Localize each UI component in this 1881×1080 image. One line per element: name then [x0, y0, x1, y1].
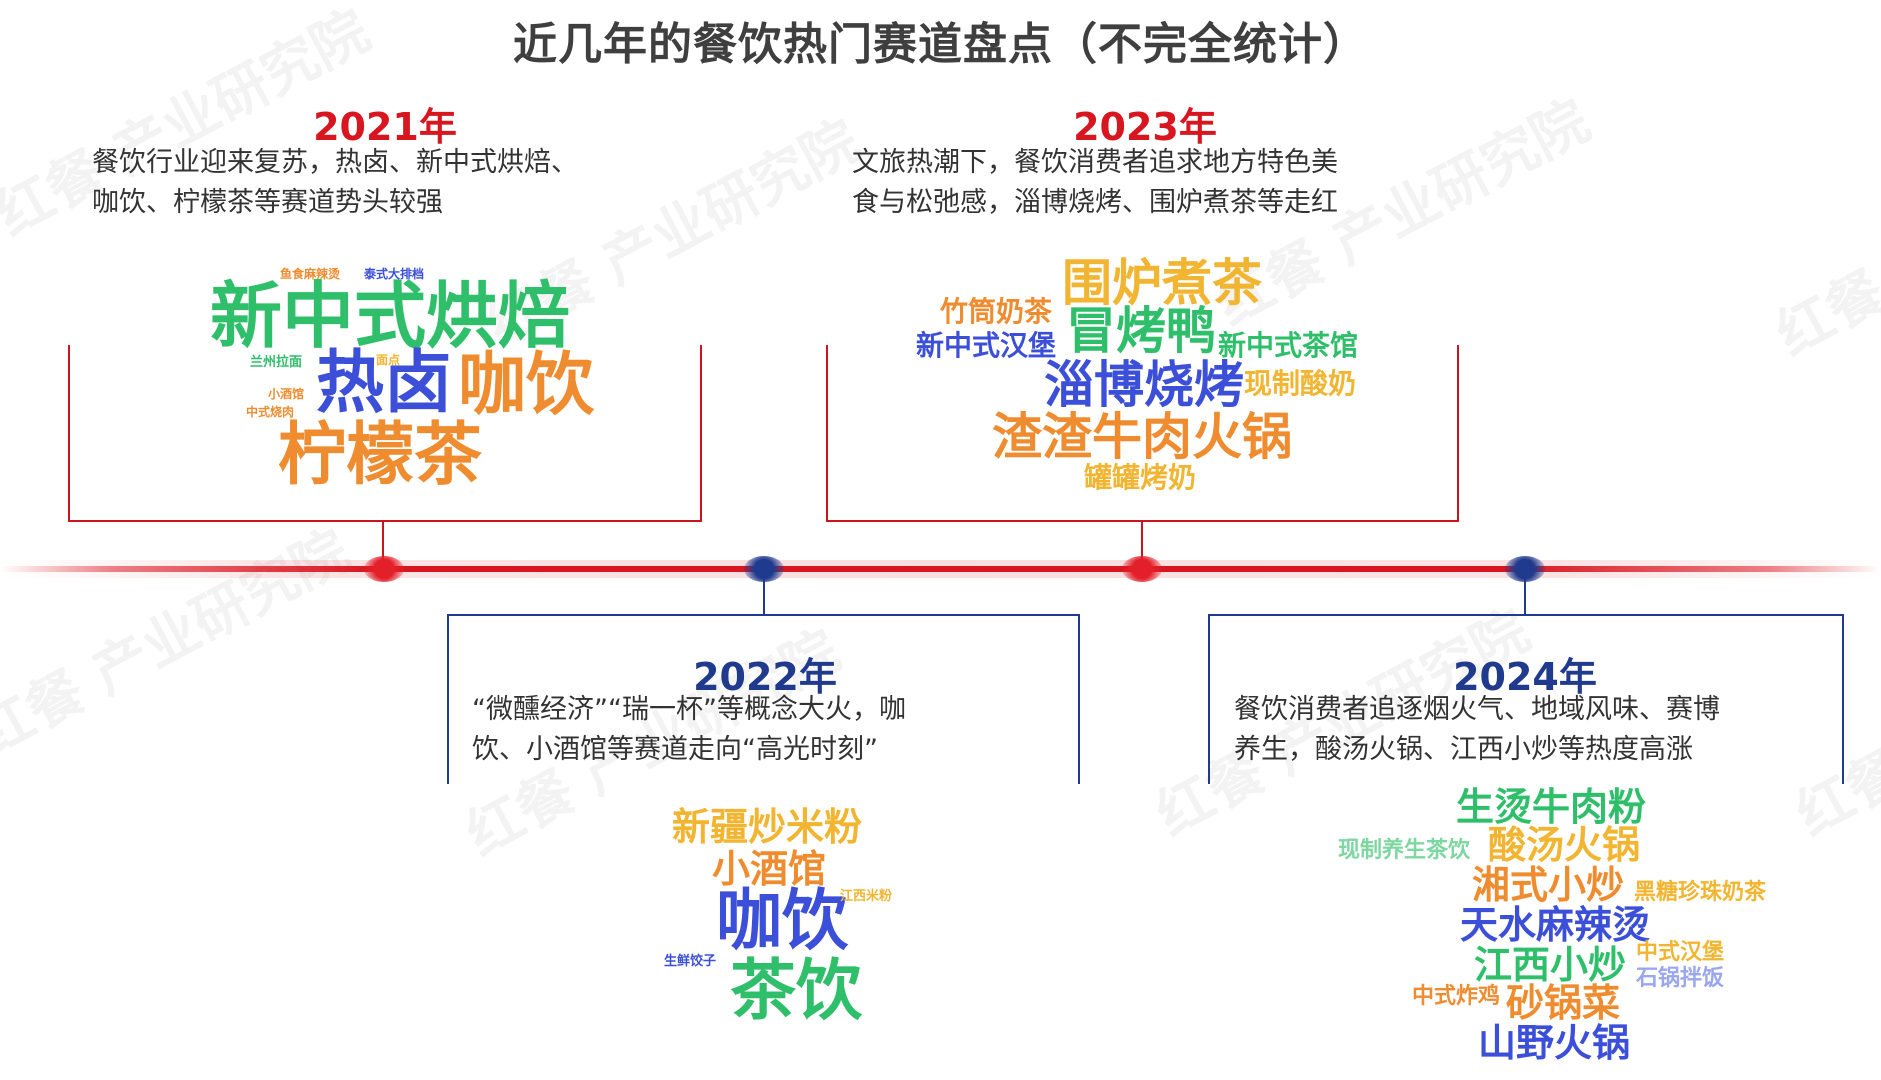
word-cloud-item: 兰州拉面: [250, 355, 303, 370]
connector-2022: [763, 576, 765, 616]
word-cloud-item: 天水麻辣烫: [1460, 903, 1651, 947]
word-cloud-item: 热卤: [316, 344, 453, 423]
word-cloud-item: 泰式大排档: [364, 267, 425, 281]
period-description-2023: 文旅热潮下，餐饮消费者追求地方特色美 食与松弛感，淄博烧烤、围炉煮茶等走红: [852, 143, 1472, 223]
description-line: 餐饮消费者追逐烟火气、地域风味、赛博: [1234, 694, 1720, 725]
word-cloud-item: 罐罐烤奶: [1084, 461, 1197, 494]
description-line: 咖饮、柠檬茶等赛道势头较强: [92, 187, 443, 218]
word-cloud-item: 竹筒奶茶: [940, 295, 1053, 328]
description-line: “微醺经济”“瑞一杯”等概念大火，咖: [472, 694, 906, 725]
word-cloud-item: 现制养生茶饮: [1338, 838, 1471, 863]
year-label-2023: 2023年: [1073, 105, 1217, 149]
word-cloud-item: 围炉煮茶: [1062, 254, 1262, 312]
period-box-2024: [1208, 614, 1844, 784]
word-cloud-item: 柠檬茶: [278, 416, 483, 495]
description-line: 文旅热潮下，餐饮消费者追求地方特色美: [852, 147, 1338, 178]
description-line: 餐饮行业迎来复苏，热卤、新中式烘焙、: [92, 147, 578, 178]
period-box-2021: [68, 345, 702, 522]
watermark: 红餐 产业研究院: [1760, 107, 1881, 372]
timeline-dot-2022: [744, 556, 784, 582]
period-description-2024: 餐饮消费者追逐烟火气、地域风味、赛博 养生，酸汤火锅、江西小炒等热度高涨: [1234, 690, 1844, 770]
period-description-2022: “微醺经济”“瑞一杯”等概念大火，咖 饮、小酒馆等赛道走向“高光时刻”: [472, 690, 1072, 770]
connector-2021: [382, 521, 384, 563]
word-cloud-item: 湘式小炒: [1472, 863, 1625, 907]
word-cloud-item: 咖饮: [716, 882, 848, 959]
word-cloud-item: 酸汤火锅: [1488, 823, 1641, 867]
description-line: 饮、小酒馆等赛道走向“高光时刻”: [472, 734, 878, 765]
word-cloud-item: 中式炸鸡: [1412, 984, 1501, 1009]
word-cloud-item: 黑糖珍珠奶茶: [1634, 880, 1767, 905]
word-cloud-item: 小酒馆: [712, 847, 827, 891]
timeline-dot-2021: [364, 556, 404, 582]
word-cloud-item: 石锅拌饭: [1636, 966, 1725, 991]
timeline-dot-2023: [1122, 556, 1162, 582]
word-cloud-item: 砂锅菜: [1506, 981, 1621, 1025]
word-cloud-item: 茶饮: [730, 952, 862, 1029]
word-cloud-item: 新中式茶馆: [1218, 329, 1359, 362]
word-cloud-item: 面点: [376, 353, 401, 367]
word-cloud-item: 鱼食麻辣烫: [280, 267, 341, 281]
word-cloud-item: 淄博烧烤: [1044, 356, 1244, 414]
timeline-dot-2024: [1505, 556, 1545, 582]
word-cloud-item: 新疆炒米粉: [672, 805, 863, 849]
word-cloud-item: 生烫牛肉粉: [1456, 785, 1647, 829]
word-cloud-item: 中式汉堡: [1636, 940, 1725, 965]
word-cloud-item: 江西米粉: [840, 889, 893, 904]
connector-2023: [1141, 521, 1143, 563]
year-label-2024: 2024年: [1453, 655, 1597, 699]
word-cloud-item: 现制酸奶: [1244, 367, 1357, 400]
word-cloud-item: 新中式汉堡: [916, 329, 1057, 362]
word-cloud-item: 咖饮: [458, 346, 595, 425]
description-line: 养生，酸汤火锅、江西小炒等热度高涨: [1234, 734, 1693, 765]
watermark: 红餐 产业研究院: [0, 507, 361, 772]
word-cloud-item: 渣渣牛肉火锅: [992, 408, 1292, 466]
word-cloud-item: 小酒馆: [268, 387, 305, 401]
connector-2024: [1524, 576, 1526, 616]
timeline-line: [0, 566, 1881, 572]
year-label-2022: 2022年: [693, 655, 837, 699]
word-cloud-item: 生鲜饺子: [664, 954, 717, 969]
description-line: 食与松弛感，淄博烧烤、围炉煮茶等走红: [852, 187, 1338, 218]
year-label-2021: 2021年: [313, 105, 457, 149]
word-cloud-item: 新中式烘焙: [210, 274, 571, 358]
word-cloud-item: 冒烤鸭: [1066, 302, 1216, 360]
word-cloud-item: 中式烧肉: [246, 405, 295, 419]
page-title: 近几年的餐饮热门赛道盘点（不完全统计）: [513, 19, 1368, 70]
word-cloud-item: 山野火锅: [1478, 1021, 1631, 1065]
word-cloud-item: 江西小炒: [1474, 943, 1627, 987]
period-description-2021: 餐饮行业迎来复苏，热卤、新中式烘焙、 咖饮、柠檬茶等赛道势头较强: [92, 143, 702, 223]
